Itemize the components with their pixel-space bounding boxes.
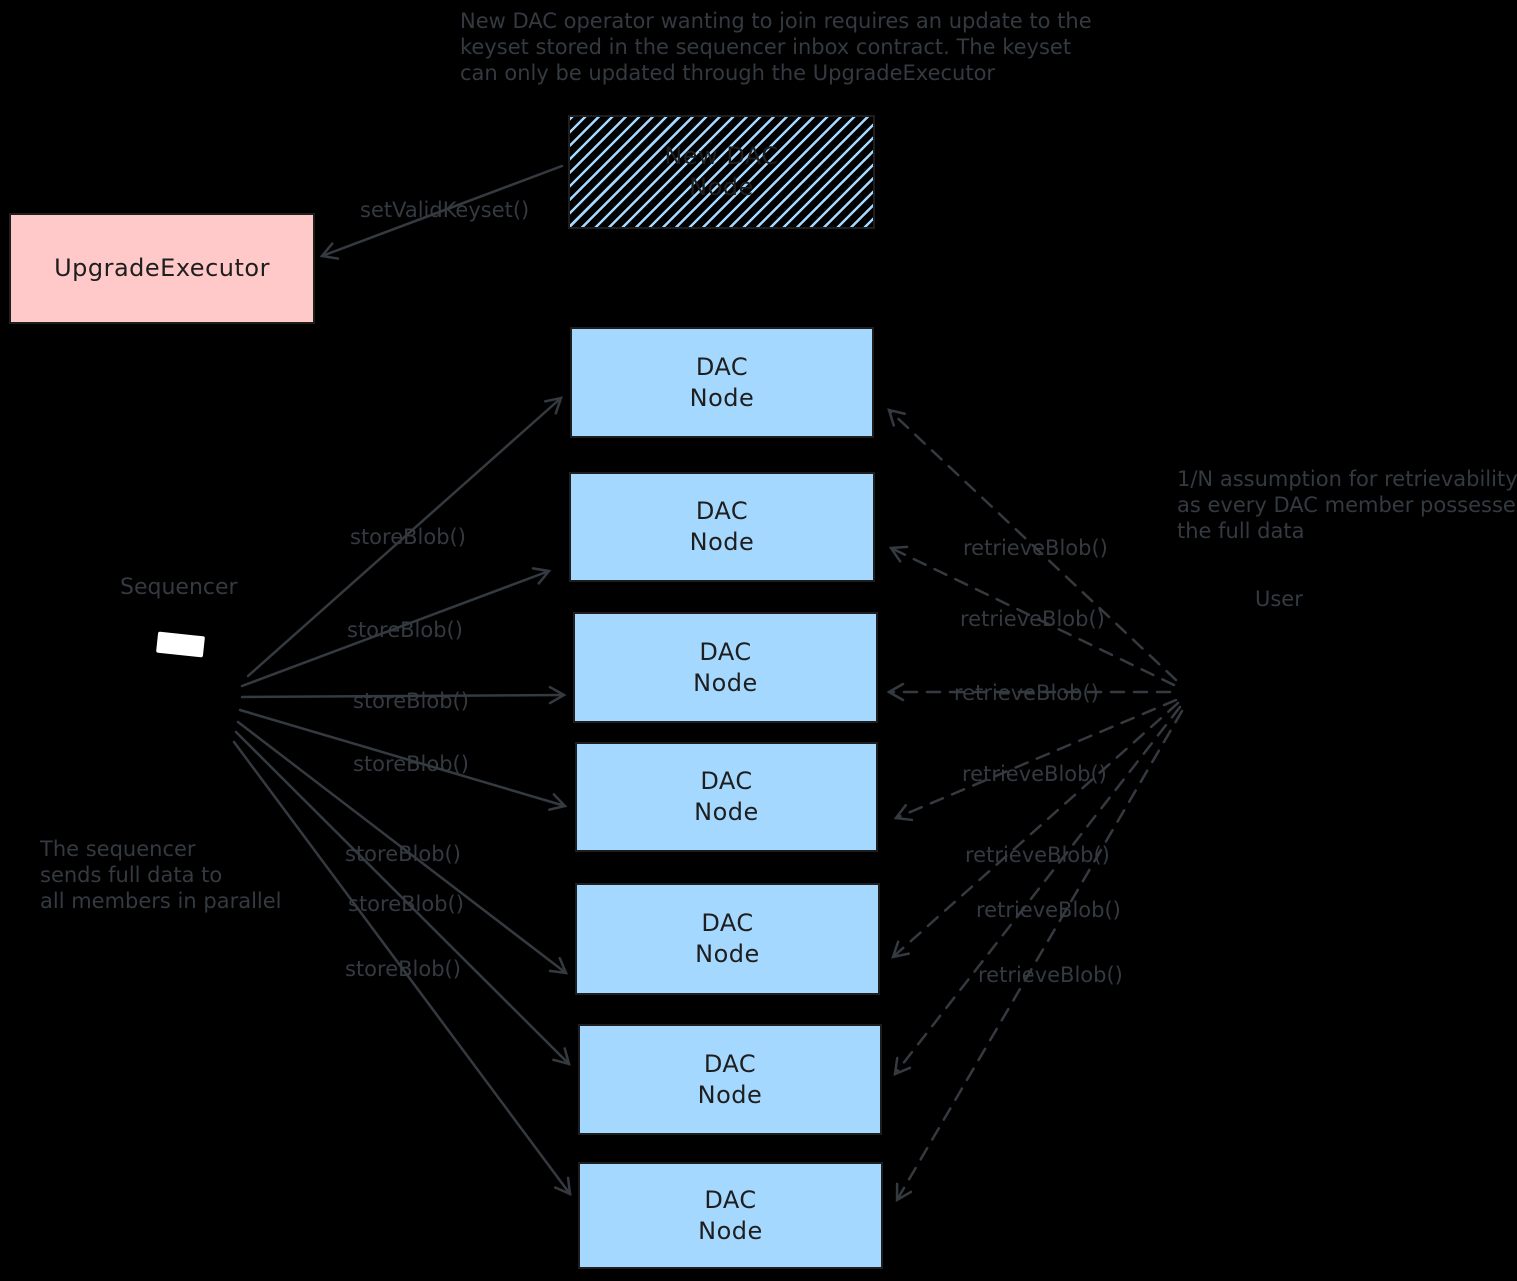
user-label: User	[1255, 587, 1303, 611]
sequencer-parallel-note: The sequencer sends full data to all mem…	[40, 836, 282, 914]
dac-node-label-line2: Node	[698, 1216, 763, 1245]
store-blob-label-6: storeBlob()	[348, 892, 464, 916]
store-blob-arrow-5	[236, 720, 569, 975]
dac-node-box-6: DAC Node	[578, 1024, 882, 1135]
top-note: New DAC operator wanting to join require…	[460, 8, 1092, 86]
dac-node-box-1: DAC Node	[570, 327, 874, 438]
retrieve-blob-label-2: retrieveBlob()	[960, 607, 1105, 631]
retrievability-note-line2: as every DAC member possesses	[1177, 493, 1517, 517]
retrievability-note: 1/N assumption for retrievability, as ev…	[1177, 466, 1517, 544]
top-note-line1: New DAC operator wanting to join require…	[460, 9, 1092, 33]
dac-node-label-line1: DAC	[695, 352, 749, 381]
retrieve-blob-arrow-1	[887, 408, 1178, 682]
retrieve-blob-label-1: retrieveBlob()	[963, 536, 1108, 560]
dac-node-label-line1: DAC	[701, 909, 754, 937]
dac-node-label-line1: DAC	[699, 637, 752, 666]
sequencer-parallel-note-line1: The sequencer	[40, 837, 196, 861]
retrieve-blob-label-5: retrieveBlob()	[965, 843, 1110, 867]
store-blob-arrow-1	[246, 396, 563, 678]
dac-node-label-line1: DAC	[700, 767, 753, 795]
set-valid-keyset-arrow	[319, 164, 564, 260]
retrieve-blob-arrow-5	[891, 701, 1180, 959]
dac-node-label-line2: Node	[689, 383, 755, 412]
store-blob-arrow-3	[240, 685, 567, 705]
dac-node-label-line1: DAC	[704, 1185, 757, 1214]
store-blob-label-7: storeBlob()	[345, 957, 461, 981]
new-dac-node-label-line1: New DAC	[664, 142, 779, 170]
new-dac-node-label-line2: Node	[689, 173, 754, 201]
dac-node-label-line2: Node	[689, 528, 755, 556]
upgrade-executor-label: UpgradeExecutor	[54, 254, 270, 282]
new-dac-node-box: New DAC Node	[568, 115, 875, 229]
retrieve-blob-label-6: retrieveBlob()	[976, 898, 1121, 922]
retrievability-note-line1: 1/N assumption for retrievability,	[1177, 467, 1517, 491]
dac-node-label-line2: Node	[694, 798, 759, 826]
retrieve-blob-label-7: retrieveBlob()	[978, 963, 1123, 987]
dac-node-label-line1: DAC	[695, 497, 749, 525]
dac-node-box-4: DAC Node	[575, 742, 878, 852]
dac-node-box-3: DAC Node	[573, 612, 878, 723]
dac-node-box-5: DAC Node	[575, 883, 880, 995]
dac-node-box-7: DAC Node	[578, 1162, 883, 1269]
store-blob-arrow-7	[232, 740, 572, 1197]
dac-node-label-line2: Node	[697, 1080, 763, 1109]
retrieve-blob-label-4: retrieveBlob()	[962, 762, 1107, 786]
dac-node-label-line2: Node	[695, 940, 760, 968]
dac-node-label-line2: Node	[693, 668, 758, 697]
retrievability-note-line3: the full data	[1177, 519, 1305, 543]
sequencer-parallel-note-line3: all members in parallel	[40, 889, 282, 913]
top-note-line2: keyset stored in the sequencer inbox con…	[460, 35, 1072, 59]
dac-node-label-line1: DAC	[703, 1049, 757, 1078]
store-blob-label-1: storeBlob()	[350, 525, 466, 549]
store-blob-arrow-2	[240, 567, 552, 688]
store-blob-label-2: storeBlob()	[347, 618, 463, 642]
dac-node-box-2: DAC Node	[569, 472, 875, 582]
store-blob-label-5: storeBlob()	[345, 842, 461, 866]
set-valid-keyset-label: setValidKeyset()	[360, 198, 530, 222]
retrieve-blob-arrow-4	[893, 698, 1178, 822]
store-blob-label-3: storeBlob()	[353, 689, 469, 713]
sequencer-parallel-note-line2: sends full data to	[40, 863, 223, 887]
retrieve-blob-arrow-2	[888, 545, 1176, 687]
store-blob-arrow-4	[238, 708, 568, 811]
store-blob-arrow-6	[234, 730, 571, 1066]
retrieve-blob-label-3: retrieveBlob()	[954, 681, 1099, 705]
sequencer-label: Sequencer	[120, 575, 238, 600]
retrieve-blob-arrow-6	[893, 705, 1182, 1076]
retrieve-blob-arrow-7	[895, 709, 1184, 1203]
top-note-line3: can only be updated through the UpgradeE…	[460, 61, 996, 85]
upgrade-executor-box: UpgradeExecutor	[9, 213, 315, 324]
store-blob-label-4: storeBlob()	[353, 752, 469, 776]
